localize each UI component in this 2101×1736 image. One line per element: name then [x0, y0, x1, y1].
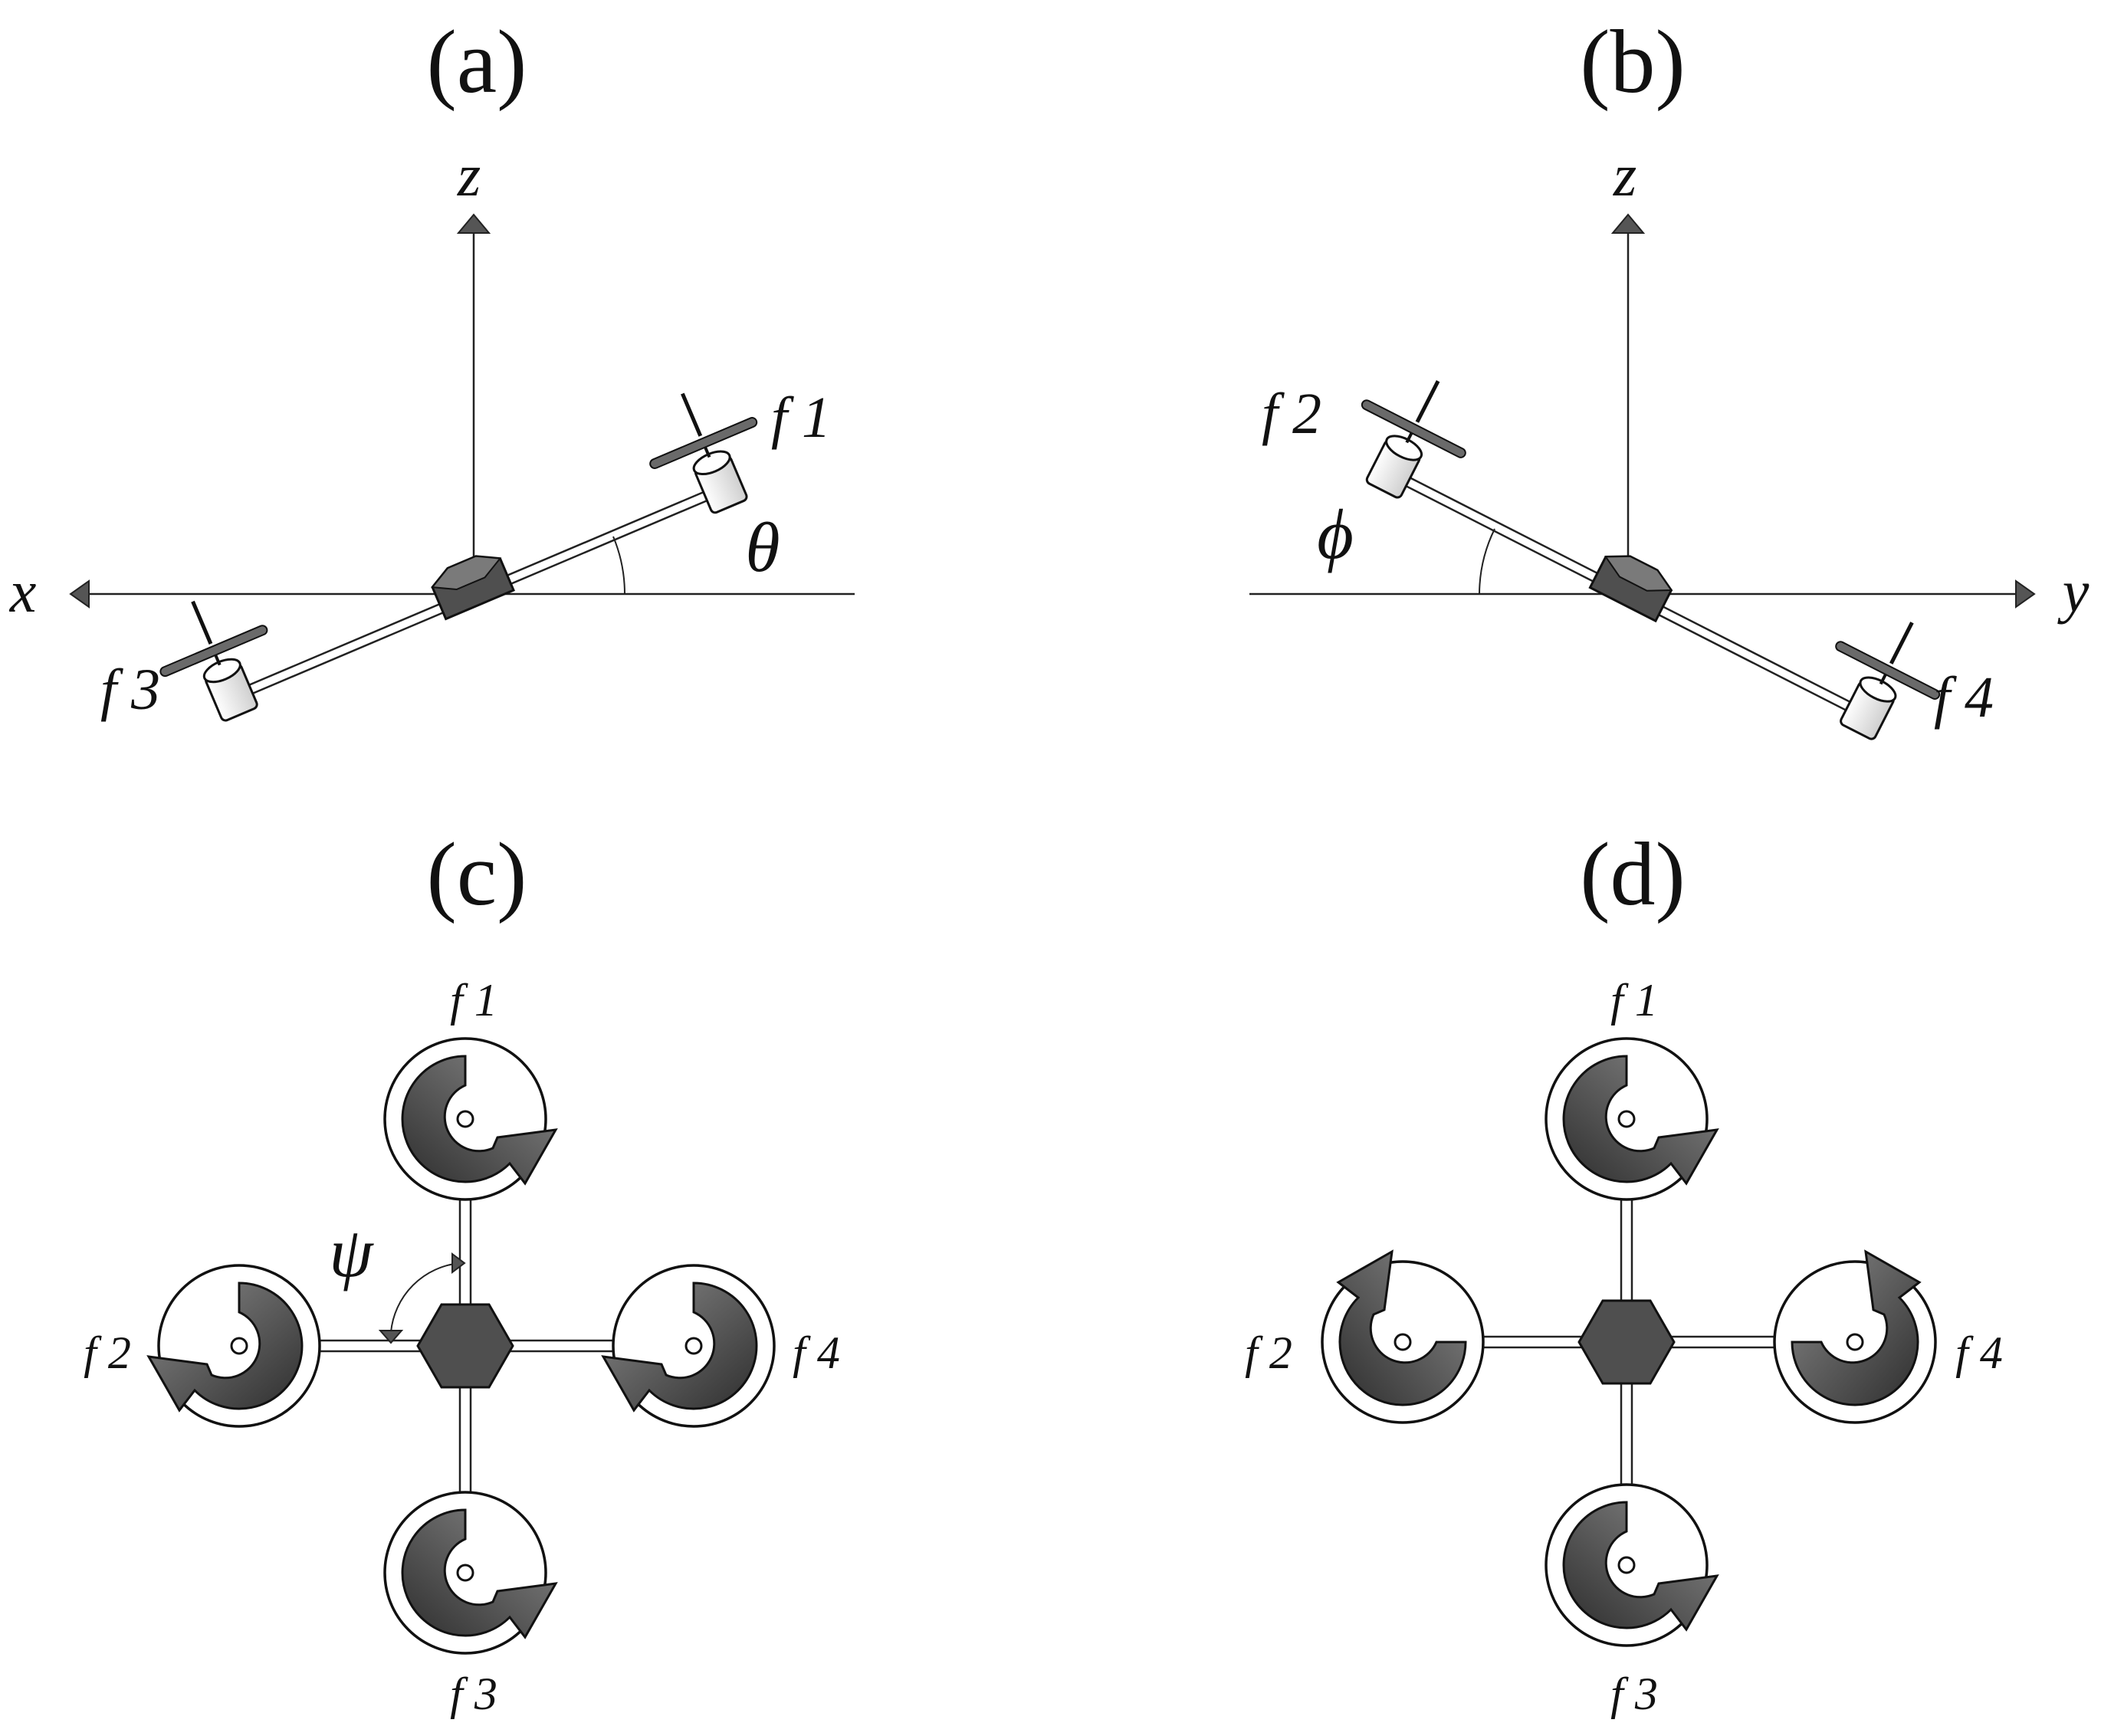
- panel-b-label: (b): [1580, 11, 1686, 112]
- panel-d-label-f4: f 4: [1955, 1327, 2003, 1378]
- panel-b-phi-label: ϕ: [1317, 495, 1354, 573]
- panel-d-label: (d): [1580, 824, 1686, 924]
- panel-b-hub: [1588, 555, 1673, 623]
- panel-c-label-f1: f 1: [450, 975, 497, 1026]
- panel-a-motor-f1: [649, 392, 758, 514]
- panel-d-rotor-f3: [1545, 1483, 1717, 1647]
- panel-c-psi-arrowhead-top: [451, 1252, 466, 1274]
- panel-c-psi-arrowhead-bottom: [378, 1330, 404, 1344]
- panel-a-force-f1: f 1: [771, 386, 831, 450]
- panel-b-y-label: y: [2057, 558, 2090, 625]
- panel-a-x-label: x: [9, 558, 37, 625]
- panel-a-z-arrowhead: [456, 213, 491, 234]
- panel-d-hub: [1577, 1299, 1676, 1385]
- panel-c-hub: [416, 1303, 514, 1389]
- panel-c-psi-arc: [390, 1262, 461, 1333]
- panel-b-tilted-frame: [1361, 380, 1941, 740]
- panel-a-force-f3: f 3: [100, 658, 160, 722]
- panel-a-tilted-frame: [159, 392, 758, 722]
- panel-b-z-arrowhead: [1610, 213, 1646, 234]
- panel-c: (c) ψ f 1 f 2 f 4 f 3: [84, 824, 840, 1719]
- panel-b: (b) z y: [1249, 11, 2090, 740]
- panel-c-label-f2: f 2: [84, 1327, 131, 1378]
- panel-a-theta-label: θ: [745, 508, 780, 586]
- panel-b-force-f4: f 4: [1934, 665, 1994, 730]
- panel-a-theta-arc: [612, 536, 625, 595]
- panel-c-rotor-f1: [383, 1037, 556, 1201]
- panel-d: (d) f 1 f 2 f 4 f 3: [1245, 824, 2003, 1719]
- panel-c-label-f4: f 4: [793, 1327, 840, 1378]
- panel-c-label: (c): [427, 824, 527, 924]
- panel-b-motor-f2: [1361, 380, 1466, 499]
- panel-a-z-label: z: [457, 142, 481, 208]
- panel-b-y-arrowhead: [2015, 579, 2036, 609]
- panel-c-rotor-f2: [147, 1264, 321, 1428]
- panel-c-psi-label: ψ: [329, 1213, 374, 1291]
- panel-a-x-arrowhead: [69, 579, 90, 609]
- panel-a-label: (a): [427, 11, 527, 112]
- panel-c-rotor-f4: [602, 1264, 776, 1428]
- panel-d-rotor-f2: [1321, 1250, 1485, 1424]
- panel-b-z-label: z: [1613, 142, 1636, 208]
- panel-c-rotor-f3: [383, 1491, 556, 1655]
- panel-a: (a) z x: [9, 11, 855, 722]
- panel-a-motor-f3: [159, 600, 268, 722]
- panel-b-phi-arc: [1479, 528, 1495, 595]
- panel-b-motor-f4: [1835, 622, 1941, 740]
- panel-d-label-f2: f 2: [1245, 1327, 1292, 1378]
- panel-d-label-f3: f 3: [1610, 1669, 1658, 1719]
- panel-d-rotor-f1: [1545, 1037, 1717, 1201]
- panel-c-label-f3: f 3: [450, 1669, 497, 1719]
- panel-a-hub: [431, 555, 516, 621]
- panel-d-rotor-f4: [1773, 1252, 1937, 1424]
- panel-b-force-f2: f 2: [1262, 382, 1321, 446]
- panel-d-label-f1: f 1: [1610, 975, 1658, 1026]
